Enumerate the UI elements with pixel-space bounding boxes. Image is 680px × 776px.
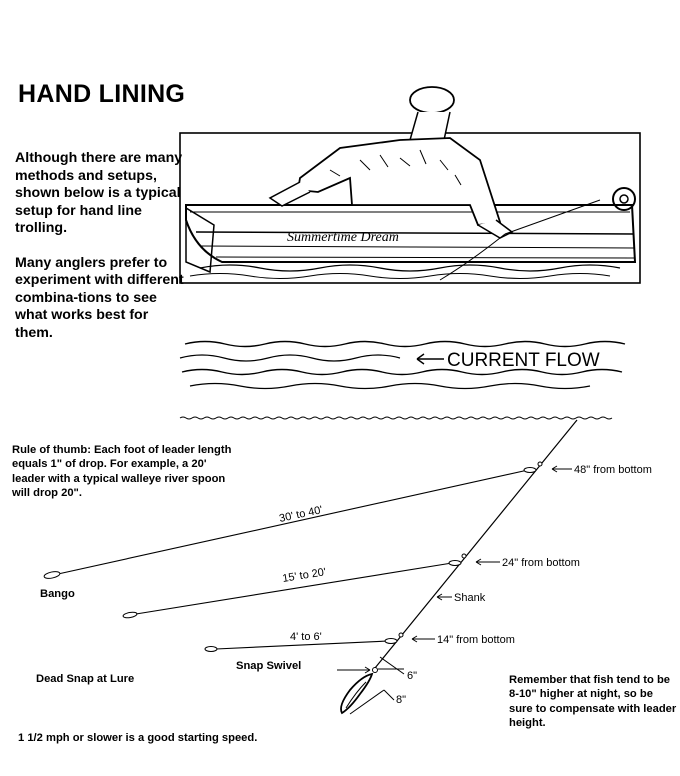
leader-3: 14" from bottom 4' to 6' [204,631,515,652]
person-body [296,137,502,226]
intro-paragraph-2: Many anglers prefer to experiment with d… [15,254,184,341]
dead-snap-label: Dead Snap at Lure [36,673,135,685]
dimension-8: 8" [349,689,406,715]
dimension-6: 6" [337,656,417,682]
rule-of-thumb-note: Rule of thumb: Each foot of leader lengt… [12,444,232,500]
leader-3-length-label: 4' to 6' [290,631,322,643]
snap-swivel-label: Snap Swivel [236,660,302,672]
main-line [374,419,578,669]
bango-label: Bango [40,588,75,600]
dimension-6-label: 6" [407,670,417,682]
leader-3-position-label: 14" from bottom [437,634,515,646]
spoon-lure [340,667,378,715]
person-cap [409,86,455,114]
outboard-motor [185,206,215,274]
water-surface-line [179,416,613,420]
leader-2-position-label: 24" from bottom [502,557,580,569]
shank-label: Shank [454,592,486,604]
boat-illustration [179,86,641,284]
current-flow-arrow: CURRENT FLOW [416,350,600,371]
bango-lure-icon [43,571,61,579]
current-waves [179,340,626,390]
leader-1-length-label: 30' to 40' [278,504,324,525]
intro-text: Although there are many methods and setu… [15,150,185,359]
illustration-frame [179,132,641,284]
leader-2-length-label: 15' to 20' [282,566,327,585]
boat-name: Summertime Dream [287,230,399,245]
speed-note: 1 1/2 mph or slower is a good starting s… [18,732,258,744]
intro-paragraph-1: Although there are many methods and setu… [15,150,183,236]
current-flow-label: CURRENT FLOW [447,350,600,371]
leader-2: 24" from bottom 15' to 20' [122,553,580,619]
page-title: HAND LINING [18,80,186,108]
boat-hull [185,204,637,263]
reel-icon [612,187,636,211]
leader-1-position-label: 48" from bottom [574,464,652,476]
snap-swivel-icon [204,646,218,652]
dimension-8-label: 8" [396,694,406,706]
night-height-note: Remember that fish tend to be 8-10" high… [509,674,677,730]
